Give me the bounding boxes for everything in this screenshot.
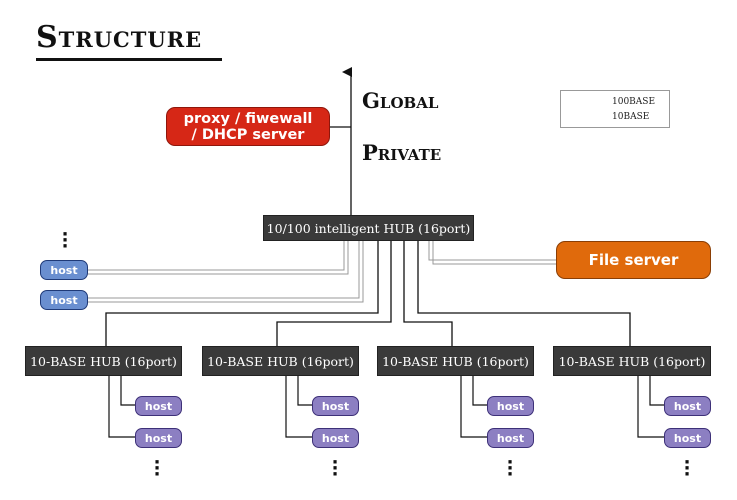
sub-hub-3[interactable]: 10-BASE HUB (16port) (377, 346, 534, 376)
sub-hub-4-host-2[interactable]: host (664, 428, 711, 448)
page-title: Structure (36, 20, 203, 55)
sub-hub-2-host-1[interactable]: host (312, 396, 359, 416)
file-server-node[interactable]: File server (556, 241, 711, 279)
more-hosts-ellipsis: ··· (61, 224, 69, 257)
fast-link-host-2 (88, 241, 364, 303)
link-sub-hub-3 (403, 241, 453, 346)
zone-private-label: Private (362, 140, 442, 165)
sub-hub-3-host-2[interactable]: host (487, 428, 534, 448)
link-sub-hub-4 (417, 241, 631, 346)
hub-1-host-links (108, 376, 135, 438)
legend-fast-label: 100BASE (612, 97, 656, 107)
sub-hub-2[interactable]: 10-BASE HUB (16port) (202, 346, 359, 376)
zone-global-label: Global (362, 88, 439, 113)
legend (560, 90, 670, 128)
sub-hub-3-host-1[interactable]: host (487, 396, 534, 416)
sub-hub-1[interactable]: 10-BASE HUB (16port) (25, 346, 182, 376)
sub-hub-2-more-hosts: ··· (331, 452, 339, 485)
link-sub-hub-2 (276, 241, 392, 346)
link-sub-hub-1 (105, 241, 379, 346)
hub-3-host-links (460, 376, 487, 438)
proxy-firewall-dhcp-node[interactable]: proxy / fiwewall / DHCP server (166, 107, 330, 146)
sub-hub-1-host-1[interactable]: host (135, 396, 182, 416)
proxy-label-line-2: / DHCP server (191, 126, 305, 143)
hub-4-host-links (637, 376, 664, 438)
hub-2-host-links (285, 376, 312, 438)
fast-link-file-server (428, 241, 556, 265)
fast-link-host-1 (88, 241, 349, 275)
sub-hub-3-more-hosts: ··· (506, 452, 514, 485)
direct-host-1[interactable]: host (40, 260, 88, 280)
proxy-label-line-1: proxy / fiwewall (183, 110, 313, 127)
main-intelligent-hub[interactable]: 10/100 intelligent HUB (16port) (263, 215, 474, 241)
sub-hub-1-host-2[interactable]: host (135, 428, 182, 448)
legend-slow-label: 10BASE (612, 112, 650, 122)
sub-hub-2-host-2[interactable]: host (312, 428, 359, 448)
direct-host-2[interactable]: host (40, 290, 88, 310)
sub-hub-4[interactable]: 10-BASE HUB (16port) (553, 346, 711, 376)
sub-hub-1-more-hosts: ··· (153, 452, 161, 485)
sub-hub-4-more-hosts: ··· (683, 452, 691, 485)
sub-hub-4-host-1[interactable]: host (664, 396, 711, 416)
title-underline (36, 58, 222, 61)
